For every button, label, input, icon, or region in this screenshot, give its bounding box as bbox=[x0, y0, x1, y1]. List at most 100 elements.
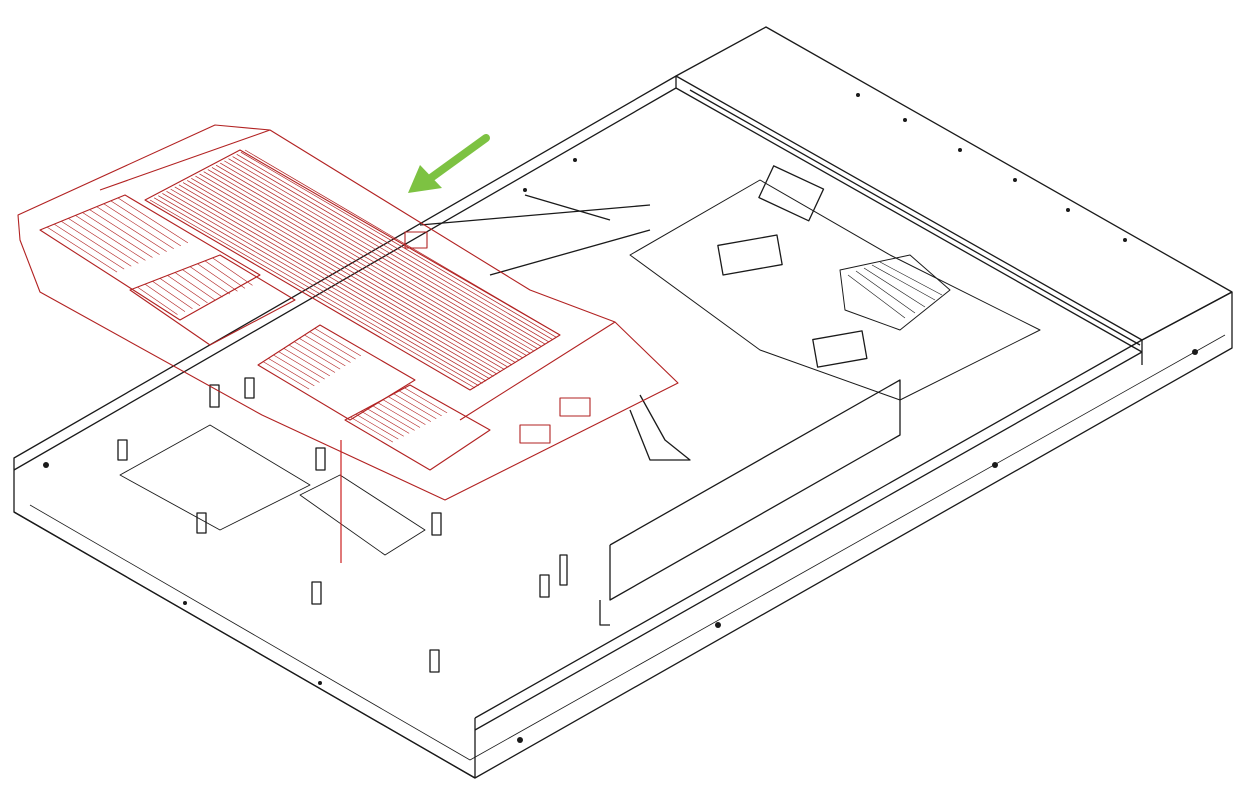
cage-fin-line bbox=[278, 351, 325, 380]
cage-fin-line bbox=[393, 393, 437, 420]
cage-fin-line bbox=[144, 283, 186, 312]
cage-fin-line bbox=[371, 405, 415, 431]
standoffs bbox=[117, 377, 568, 673]
cage-fin-line bbox=[182, 269, 223, 298]
fin-line bbox=[232, 156, 550, 343]
cage-fin-line bbox=[137, 286, 178, 315]
io-module bbox=[17, 124, 679, 501]
cage-fin-line bbox=[152, 281, 193, 309]
module-rail bbox=[99, 129, 271, 191]
cage-fin-line bbox=[103, 203, 174, 250]
chassis-rear-wall bbox=[675, 26, 1233, 341]
floor-edge bbox=[29, 334, 1226, 761]
module-connector bbox=[404, 231, 428, 249]
fin-line bbox=[220, 162, 539, 350]
port-cage-1 bbox=[39, 194, 261, 321]
fin-line bbox=[153, 197, 479, 386]
front-wall-rail bbox=[474, 351, 1143, 731]
cage-fin-line bbox=[54, 223, 125, 270]
cage-fin-line bbox=[299, 338, 346, 367]
cage-fin-line bbox=[382, 399, 426, 425]
chassis-left-wall bbox=[13, 75, 677, 471]
cage-fin-line bbox=[388, 396, 431, 422]
cage-fin-line bbox=[361, 410, 404, 437]
cage-fin-line bbox=[288, 344, 336, 373]
chip-1 bbox=[717, 234, 783, 276]
cage-fin-line bbox=[68, 218, 139, 264]
cage-fin-line bbox=[159, 278, 201, 307]
fin-line bbox=[224, 160, 542, 347]
mainboard bbox=[629, 179, 1041, 401]
fin-line bbox=[182, 182, 505, 370]
chassis-holes bbox=[43, 93, 1198, 743]
cage-fin-line bbox=[283, 348, 330, 377]
cage-fin-line bbox=[314, 328, 361, 357]
fin-line bbox=[158, 195, 483, 384]
fin-line bbox=[178, 184, 502, 373]
floor-pad-2 bbox=[299, 474, 426, 556]
cage-fin-line bbox=[404, 387, 448, 414]
cage-fin-line bbox=[75, 215, 146, 261]
cage-fin-line bbox=[110, 200, 181, 247]
fin-line bbox=[215, 164, 535, 352]
cage-fin-line bbox=[350, 416, 394, 443]
connector-block bbox=[758, 165, 825, 222]
cage-fin-line bbox=[304, 334, 351, 363]
chassis bbox=[13, 26, 1233, 779]
front-bottom-edge bbox=[13, 511, 476, 779]
fin-line bbox=[244, 149, 561, 336]
fin-line bbox=[162, 193, 487, 382]
cage-fin-line bbox=[117, 197, 189, 244]
cage-fin-line bbox=[82, 212, 153, 258]
module-outline bbox=[17, 124, 679, 501]
fin-line bbox=[174, 186, 498, 375]
divider-bracket bbox=[599, 600, 610, 626]
bracket bbox=[629, 394, 691, 461]
fin-line bbox=[236, 154, 553, 340]
cage-fin-line bbox=[174, 272, 216, 301]
chassis-front-wall bbox=[474, 291, 1233, 719]
fin-line bbox=[166, 191, 490, 380]
module-chip-1 bbox=[559, 397, 591, 417]
rail-2 bbox=[489, 229, 651, 276]
fin-line bbox=[207, 169, 527, 357]
insert-direction-arrow-icon bbox=[408, 134, 490, 193]
cage-fin-line bbox=[197, 263, 238, 292]
heatsink bbox=[839, 254, 951, 331]
cage-fin-line bbox=[268, 358, 315, 387]
cage-fin-line bbox=[204, 260, 246, 289]
module-chip-2 bbox=[519, 424, 551, 444]
fin-line bbox=[211, 167, 531, 354]
cage-fin-line bbox=[273, 354, 320, 383]
fin-line bbox=[195, 175, 516, 363]
port-cage-4 bbox=[344, 384, 491, 471]
port-cage-2 bbox=[129, 254, 296, 346]
fin-line bbox=[149, 199, 476, 389]
rail-3 bbox=[524, 194, 611, 221]
cage-fin-line bbox=[212, 257, 253, 286]
heatsink-fins bbox=[847, 261, 943, 319]
cage-fin-line bbox=[366, 408, 410, 434]
fin-line bbox=[191, 177, 513, 366]
cage-fin-line bbox=[46, 226, 118, 273]
cage-fin-line bbox=[189, 266, 231, 295]
fin-line bbox=[240, 151, 557, 338]
rail-1 bbox=[419, 204, 651, 226]
heatsink-module-fins bbox=[149, 149, 561, 389]
cage-fin-line bbox=[96, 206, 167, 252]
cage-fin-line bbox=[309, 331, 356, 360]
cage-fin-line bbox=[89, 209, 160, 255]
cage-fin-line bbox=[294, 341, 341, 370]
fin-line bbox=[199, 173, 520, 361]
cage-fin-line bbox=[355, 413, 399, 440]
cage-fin-line bbox=[399, 390, 442, 417]
cage-fin-line bbox=[61, 220, 132, 267]
floor-pad-1 bbox=[119, 424, 311, 531]
fin-line bbox=[186, 180, 509, 368]
rear-wall-lower-edge bbox=[675, 87, 1143, 353]
fin-line bbox=[228, 158, 546, 345]
rear-rail bbox=[689, 89, 1141, 346]
port-cage-fins bbox=[46, 197, 448, 443]
